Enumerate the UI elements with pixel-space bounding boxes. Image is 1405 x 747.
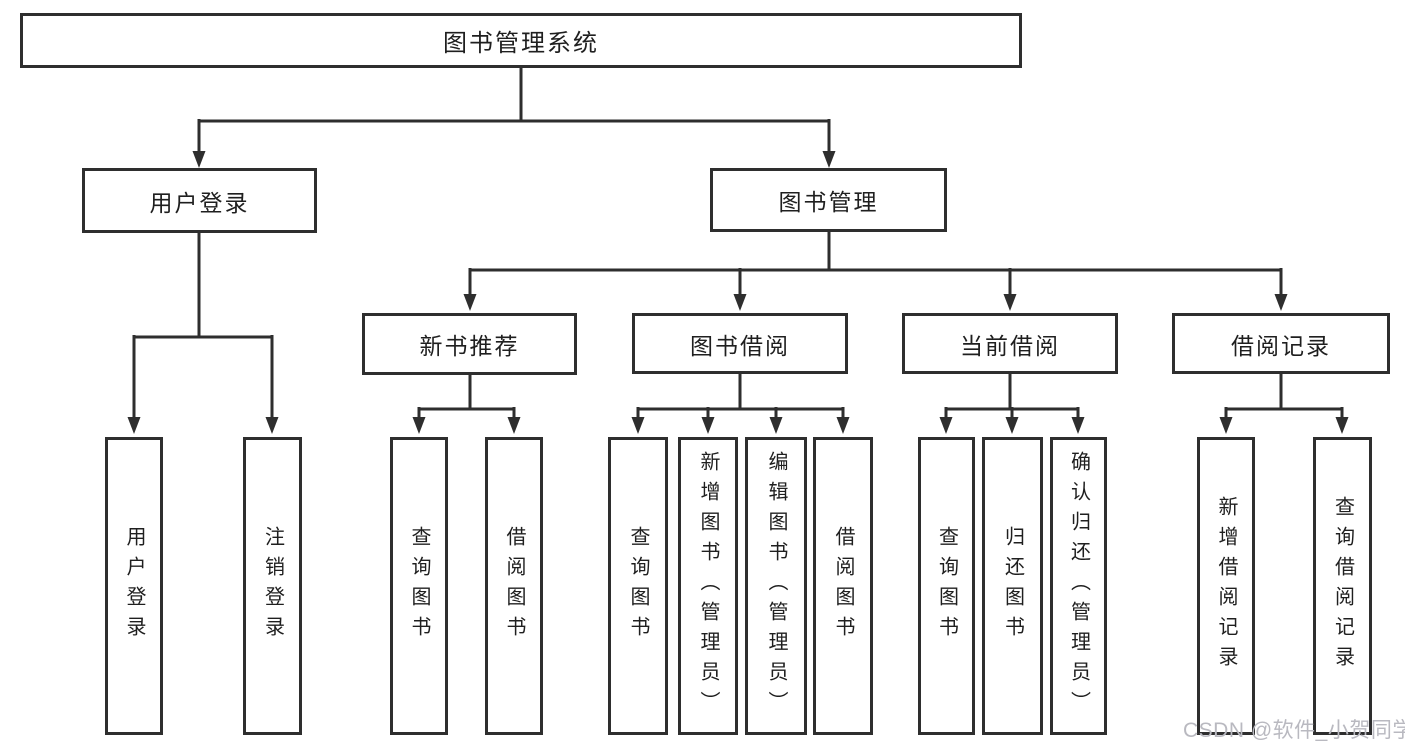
- leaf-add-borrow-record: 新增借阅记录: [1197, 437, 1255, 735]
- node-root: 图书管理系统: [20, 13, 1022, 68]
- leaf-query-book-3: 查询图书: [918, 437, 975, 735]
- leaf-query-book-2: 查询图书: [608, 437, 668, 735]
- leaf-borrow-book-1-label: 借阅图书: [503, 526, 525, 646]
- leaf-return-book: 归还图书: [982, 437, 1043, 735]
- node-book-management-label: 图书管理: [778, 189, 879, 215]
- leaf-logout: 注销登录: [243, 437, 302, 735]
- leaf-add-borrow-record-label: 新增借阅记录: [1215, 496, 1237, 676]
- node-new-book-recommend-label: 新书推荐: [419, 333, 520, 359]
- watermark: CSDN @软件_小贺同学: [1183, 719, 1405, 742]
- leaf-confirm-return-admin-label: 确认归还（管理员）: [1067, 451, 1090, 721]
- leaf-confirm-return-admin: 确认归还（管理员）: [1050, 437, 1107, 735]
- leaf-logout-label: 注销登录: [261, 526, 284, 646]
- node-book-borrow: 图书借阅: [632, 313, 848, 374]
- node-new-book-recommend: 新书推荐: [362, 313, 577, 375]
- node-user-login-label: 用户登录: [149, 189, 250, 216]
- leaf-return-book-label: 归还图书: [1001, 526, 1024, 646]
- node-current-borrow-label: 当前借阅: [960, 332, 1060, 359]
- node-borrow-record: 借阅记录: [1172, 313, 1390, 374]
- node-root-label: 图书管理系统: [443, 30, 599, 57]
- leaf-edit-book-admin: 编辑图书（管理员）: [745, 437, 807, 735]
- leaf-query-book-1: 查询图书: [390, 437, 448, 735]
- node-user-login: 用户登录: [82, 168, 317, 233]
- leaf-edit-book-admin-label: 编辑图书（管理员）: [765, 451, 787, 721]
- leaf-query-book-2-label: 查询图书: [627, 526, 649, 646]
- leaf-query-book-1-label: 查询图书: [408, 526, 430, 646]
- node-book-management: 图书管理: [710, 168, 947, 232]
- leaf-query-borrow-record-label: 查询借阅记录: [1331, 496, 1354, 676]
- leaf-add-book-admin: 新增图书（管理员）: [678, 437, 738, 735]
- leaf-borrow-book-2: 借阅图书: [813, 437, 873, 735]
- leaf-user-login-label: 用户登录: [123, 526, 145, 646]
- leaf-query-borrow-record: 查询借阅记录: [1313, 437, 1372, 735]
- leaf-add-book-admin-label: 新增图书（管理员）: [697, 451, 719, 721]
- leaf-borrow-book-2-label: 借阅图书: [832, 526, 854, 646]
- node-book-borrow-label: 图书借阅: [690, 332, 790, 359]
- leaf-borrow-book-1: 借阅图书: [485, 437, 543, 735]
- node-borrow-record-label: 借阅记录: [1231, 332, 1331, 359]
- leaf-user-login: 用户登录: [105, 437, 163, 735]
- leaf-query-book-3-label: 查询图书: [935, 526, 958, 646]
- node-current-borrow: 当前借阅: [902, 313, 1118, 374]
